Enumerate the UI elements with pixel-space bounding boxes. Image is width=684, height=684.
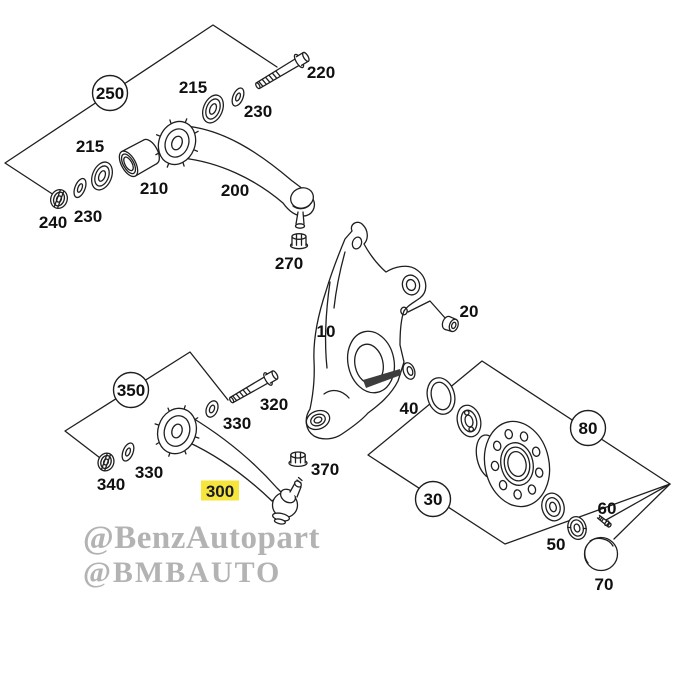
lower-control-arm-assembly — [97, 370, 308, 525]
svg-text:350: 350 — [117, 381, 145, 400]
svg-text:20: 20 — [460, 302, 479, 321]
svg-text:270: 270 — [275, 254, 303, 273]
part-210-bushing — [118, 138, 160, 178]
svg-text:215: 215 — [179, 78, 207, 97]
callout-circle-30 — [414, 480, 452, 518]
svg-text:215: 215 — [76, 137, 104, 156]
part-label-215-lower: 215 — [76, 137, 104, 156]
part-label-60: 60 — [598, 499, 617, 518]
callout-circle-250 — [91, 74, 129, 112]
svg-text:30: 30 — [424, 490, 443, 509]
part-label-80: 80 — [569, 409, 607, 447]
part-200-upper-arm — [155, 118, 316, 229]
part-340-nut — [97, 452, 115, 472]
part-label-330-lower: 330 — [135, 463, 163, 482]
svg-text:210: 210 — [140, 179, 168, 198]
svg-text:40: 40 — [400, 399, 419, 418]
svg-text:50: 50 — [547, 535, 566, 554]
part-label-50: 50 — [547, 535, 566, 554]
svg-text:220: 220 — [307, 63, 335, 82]
wheel-bearing-front — [456, 404, 482, 438]
part-30-wheel-hub — [475, 420, 551, 508]
part-70-grease-cap — [583, 536, 619, 572]
part-label-350: 350 — [112, 371, 150, 409]
part-label-20: 20 — [460, 302, 479, 321]
svg-text:370: 370 — [311, 460, 339, 479]
part-330-washer-lower — [121, 442, 135, 462]
callout-circle-80 — [569, 409, 607, 447]
part-10-steering-knuckle — [305, 221, 427, 440]
svg-text:240: 240 — [39, 213, 67, 232]
part-270-nut — [289, 233, 309, 250]
ball-joint-socket — [305, 409, 331, 431]
part-40-seal-ring — [426, 377, 456, 415]
svg-text:340: 340 — [97, 475, 125, 494]
part-label-30: 30 — [414, 480, 452, 518]
watermark-0: @BenzAutopart — [83, 520, 321, 556]
part-label-200: 200 — [221, 181, 249, 200]
svg-text:330: 330 — [223, 414, 251, 433]
part-label-230-lower: 230 — [74, 207, 102, 226]
part-label-70: 70 — [595, 575, 614, 594]
part-240-nut — [49, 188, 69, 210]
part-220-bolt — [255, 51, 310, 90]
hub-assembly-group — [426, 377, 619, 572]
part-label-370: 370 — [311, 460, 339, 479]
part-230-washer-lower — [73, 177, 87, 199]
part-label-210: 210 — [140, 179, 168, 198]
part-370-nut — [288, 451, 308, 468]
part-60-screw — [596, 514, 612, 528]
part-label-340: 340 — [97, 475, 125, 494]
part-215-bearing-lower — [91, 161, 113, 191]
part-label-215-upper: 215 — [179, 78, 207, 97]
part-20-bushing — [441, 315, 459, 333]
part-label-220: 220 — [307, 63, 335, 82]
svg-text:10: 10 — [317, 322, 336, 341]
steering-knuckle-group — [305, 221, 459, 440]
part-300-lower-arm — [154, 405, 303, 525]
svg-text:230: 230 — [244, 102, 272, 121]
part-label-270: 270 — [275, 254, 303, 273]
svg-text:200: 200 — [221, 181, 249, 200]
part-label-40: 40 — [400, 399, 419, 418]
leader-line-20 — [407, 300, 447, 320]
svg-text:300: 300 — [206, 482, 234, 501]
svg-text:320: 320 — [260, 395, 288, 414]
part-label-320: 320 — [260, 395, 288, 414]
svg-text:250: 250 — [96, 84, 124, 103]
part-label-330-upper: 330 — [223, 414, 251, 433]
wheel-bearing-rear — [541, 492, 565, 522]
highlight-box-300 — [201, 480, 239, 501]
part-320-bolt — [228, 370, 279, 404]
svg-text:80: 80 — [579, 419, 598, 438]
part-label-250: 250 — [91, 74, 129, 112]
part-330-washer-upper — [205, 400, 219, 418]
watermark-1: @BMBAUTO — [83, 556, 282, 589]
part-230-washer-upper — [231, 87, 245, 107]
svg-text:330: 330 — [135, 463, 163, 482]
part-label-10: 10 — [317, 322, 336, 341]
part-labels: 250 220 215 230 215 210 200 240 230 270 10 20 350 320… — [39, 63, 617, 594]
svg-text:230: 230 — [74, 207, 102, 226]
svg-text:60: 60 — [598, 499, 617, 518]
part-215-bearing-upper — [202, 94, 224, 124]
part-label-300: 300 — [201, 480, 239, 501]
callout-circle-350 — [112, 371, 150, 409]
part-50-lock-nut — [567, 516, 587, 540]
upper-control-arm-assembly — [49, 51, 316, 250]
svg-text:70: 70 — [595, 575, 614, 594]
part-label-240: 240 — [39, 213, 67, 232]
part-label-230-upper: 230 — [244, 102, 272, 121]
